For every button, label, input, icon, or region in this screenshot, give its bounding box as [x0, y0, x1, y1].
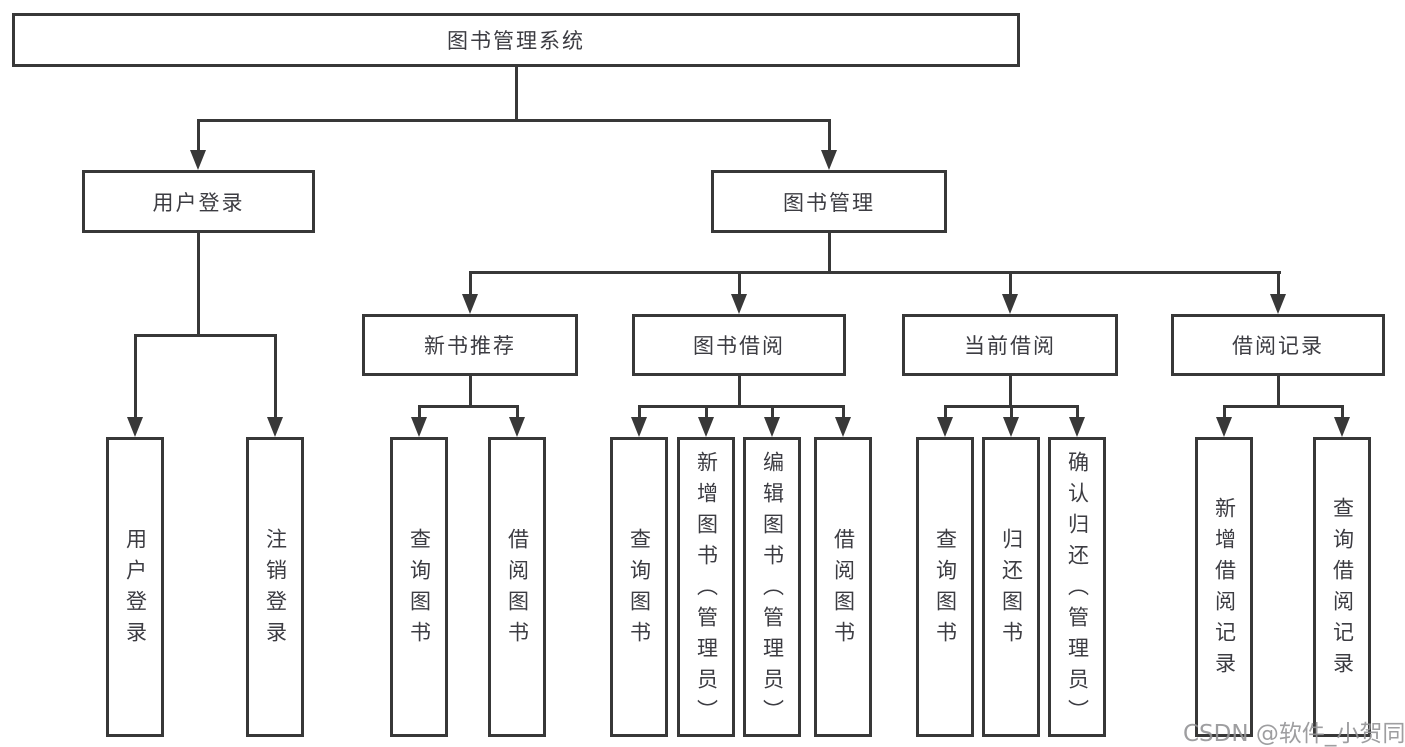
leaf-query-borrow-record: 查询借阅记录	[1313, 437, 1371, 737]
node-user-login: 用户登录	[82, 170, 315, 233]
node-book-borrow: 图书借阅	[632, 314, 846, 376]
arrowhead-down-icon	[698, 417, 714, 437]
edge-borrow-records-stem	[1277, 376, 1280, 407]
node-book-management: 图书管理	[711, 170, 947, 233]
edge-drop-leaf	[944, 405, 947, 419]
arrowhead-down-icon	[190, 150, 206, 170]
arrowhead-down-icon	[127, 417, 143, 437]
arrowhead-down-icon	[1216, 417, 1232, 437]
edge-drop-leaf	[638, 405, 641, 419]
edge-drop-leaf	[1223, 405, 1226, 419]
edge-drop-book-borrow	[738, 271, 741, 295]
edge-drop-leaf	[1076, 405, 1079, 419]
node-borrow-records: 借阅记录	[1171, 314, 1385, 376]
edge-drop-leaf	[418, 405, 421, 419]
edge-new-book-stem	[469, 376, 472, 407]
edge-drop-leaf	[1010, 405, 1013, 419]
edge-current-borrow-stem	[1009, 376, 1012, 407]
edge-drop-leaf	[842, 405, 845, 419]
leaf-query-books-1: 查询图书	[390, 437, 448, 737]
edge-user-login-rail	[134, 334, 277, 337]
edge-drop-leaf	[516, 405, 519, 419]
edge-user-login-stem	[197, 233, 200, 336]
leaf-logout-login: 注销登录	[246, 437, 304, 737]
leaf-return-books: 归还图书	[982, 437, 1040, 737]
arrowhead-down-icon	[1270, 294, 1286, 314]
edge-level2-rail	[197, 119, 830, 122]
arrowhead-down-icon	[462, 294, 478, 314]
arrowhead-down-icon	[631, 417, 647, 437]
arrowhead-down-icon	[937, 417, 953, 437]
arrowhead-down-icon	[835, 417, 851, 437]
leaf-user-login: 用户登录	[106, 437, 164, 737]
arrowhead-down-icon	[821, 150, 837, 170]
arrowhead-down-icon	[411, 417, 427, 437]
edge-drop-leaf	[705, 405, 708, 419]
edge-book-borrow-rail	[638, 405, 845, 408]
node-root: 图书管理系统	[12, 13, 1020, 67]
edge-drop-leaf	[274, 334, 277, 418]
edge-new-book-rail	[418, 405, 519, 408]
arrowhead-down-icon	[1002, 294, 1018, 314]
edge-drop-user-login	[197, 119, 200, 152]
arrowhead-down-icon	[1334, 417, 1350, 437]
leaf-confirm-return-admin: 确认归还（管理员）	[1048, 437, 1106, 737]
edge-level3-rail	[469, 271, 1281, 274]
leaf-borrow-books-1: 借阅图书	[488, 437, 546, 737]
edge-drop-new-book	[469, 271, 472, 295]
leaf-add-borrow-record: 新增借阅记录	[1195, 437, 1253, 737]
edge-root-stem	[515, 65, 518, 121]
edge-book-management-stem	[828, 233, 831, 273]
arrowhead-down-icon	[267, 417, 283, 437]
csdn-watermark: CSDN @软件_小贺同学	[1183, 721, 1405, 747]
leaf-query-books-2: 查询图书	[610, 437, 668, 737]
arrowhead-down-icon	[1069, 417, 1085, 437]
edge-book-borrow-stem	[738, 376, 741, 407]
leaf-query-books-3: 查询图书	[916, 437, 974, 737]
edge-drop-book-management	[828, 119, 831, 152]
edge-drop-current-borrow	[1009, 271, 1012, 295]
edge-borrow-records-rail	[1223, 405, 1344, 408]
edge-drop-leaf	[771, 405, 774, 419]
edge-drop-leaf	[1341, 405, 1344, 419]
arrowhead-down-icon	[731, 294, 747, 314]
leaf-borrow-books-2: 借阅图书	[814, 437, 872, 737]
arrowhead-down-icon	[1003, 417, 1019, 437]
arrowhead-down-icon	[509, 417, 525, 437]
edge-drop-leaf	[134, 334, 137, 418]
node-current-borrow: 当前借阅	[902, 314, 1118, 376]
arrowhead-down-icon	[764, 417, 780, 437]
leaf-edit-books-admin: 编辑图书（管理员）	[743, 437, 801, 737]
leaf-add-books-admin: 新增图书（管理员）	[677, 437, 735, 737]
edge-drop-borrow-records	[1277, 271, 1280, 295]
node-new-book-recommend: 新书推荐	[362, 314, 578, 376]
